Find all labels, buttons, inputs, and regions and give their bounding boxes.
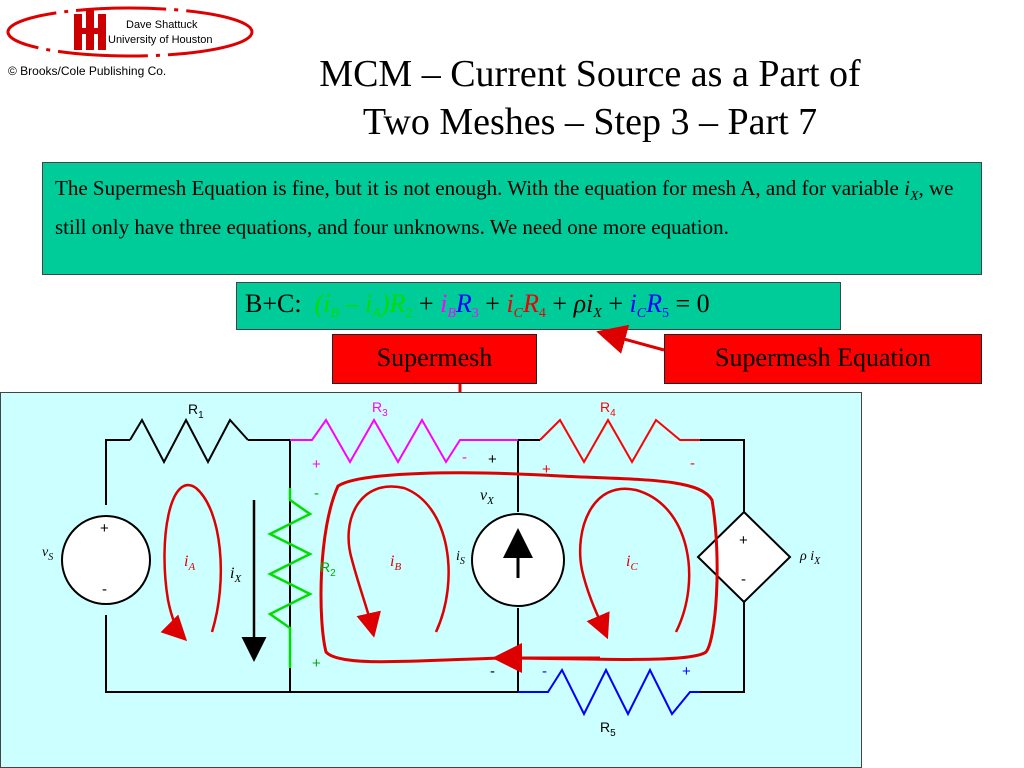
r4-minus: - <box>690 455 695 472</box>
note-var-sub: X <box>909 189 919 205</box>
label-vx: vX <box>480 487 495 507</box>
dependent-voltage-source <box>696 510 792 604</box>
resistor-r4 <box>539 417 700 465</box>
eq-plus-2: + <box>485 289 500 318</box>
eq-term-r3: iBR3 <box>440 289 479 321</box>
resistor-r3 <box>290 417 518 465</box>
eq-equals-zero: = 0 <box>675 289 710 318</box>
voltage-source-vs <box>61 515 151 605</box>
label-vs: vS <box>42 545 53 563</box>
r3-minus: - <box>462 449 467 466</box>
resistor-r1 <box>129 417 249 465</box>
r2-plus: + <box>312 655 321 672</box>
dep-plus: + <box>739 532 748 549</box>
r4-plus: + <box>542 461 551 478</box>
eq-plus-1: + <box>418 289 434 318</box>
explanation-note: The Supermesh Equation is fine, but it i… <box>42 162 982 275</box>
vs-plus: + <box>100 520 109 537</box>
vx-minus: - <box>490 663 495 680</box>
eq-term-r4: iCR4 <box>506 289 546 321</box>
supermesh-equation-arrow <box>596 324 665 354</box>
page-title: MCM – Current Source as a Part of Two Me… <box>190 50 990 146</box>
eq-term-r2: (iB – iA)R2 <box>314 289 413 321</box>
r5-minus: - <box>542 663 547 680</box>
label-rho-ix: ρ iX <box>799 549 821 567</box>
label-ib: iB <box>390 553 401 573</box>
mesh-b-loop <box>347 485 450 638</box>
circuit-diagram: R1 R3 R4 R5 R2 vS iS vX iX ρ iX iA iB iC… <box>42 399 821 739</box>
title-line-2: Two Meshes – Step 3 – Part 7 <box>362 101 818 143</box>
r2-minus: - <box>314 485 319 502</box>
note-text-part1: The Supermesh Equation is fine, but it i… <box>55 176 905 200</box>
author-affiliation: University of Houston <box>108 34 213 46</box>
eq-term-dependent: ρiX <box>573 289 602 321</box>
label-r4: R4 <box>600 399 616 419</box>
circuit-wires <box>105 439 745 693</box>
author-name: Dave Shattuck <box>126 19 198 31</box>
supermesh-label: Supermesh <box>332 334 537 384</box>
supermesh-equation-box: B+C: (iB – iA)R2 + iBR3 + iCR4 + ρiX + i… <box>236 282 841 330</box>
mesh-c-loop <box>578 487 691 640</box>
eq-prefix: B+C: <box>245 289 302 318</box>
label-r5: R5 <box>600 719 616 739</box>
label-ia: iA <box>184 553 195 573</box>
r5-plus: + <box>682 663 691 680</box>
label-r3: R3 <box>372 399 388 419</box>
dep-minus: - <box>741 571 746 588</box>
supermesh-loop <box>319 471 719 664</box>
label-is: iS <box>456 549 465 567</box>
label-ic: iC <box>626 553 638 573</box>
label-r2: R2 <box>320 559 336 579</box>
resistor-r5 <box>518 667 700 717</box>
mesh-a-loop <box>160 484 223 642</box>
supermesh-equation-label: Supermesh Equation <box>664 334 982 384</box>
vx-plus: + <box>488 451 497 468</box>
note-var: i <box>904 176 910 200</box>
resistor-r2 <box>267 488 313 668</box>
eq-plus-4: + <box>608 289 624 318</box>
label-r1: R1 <box>188 401 204 421</box>
note-text-part2: , we still only have three equations, an… <box>55 176 954 240</box>
vs-minus: - <box>102 581 107 598</box>
university-logo <box>6 6 254 58</box>
eq-term-r5: iCR5 <box>629 289 669 321</box>
eq-plus-3: + <box>552 289 568 318</box>
copyright-notice: © Brooks/Cole Publishing Co. <box>8 64 167 78</box>
label-ix: iX <box>230 565 242 585</box>
r3-plus: + <box>312 456 321 473</box>
title-line-1: MCM – Current Source as a Part of <box>319 53 861 95</box>
